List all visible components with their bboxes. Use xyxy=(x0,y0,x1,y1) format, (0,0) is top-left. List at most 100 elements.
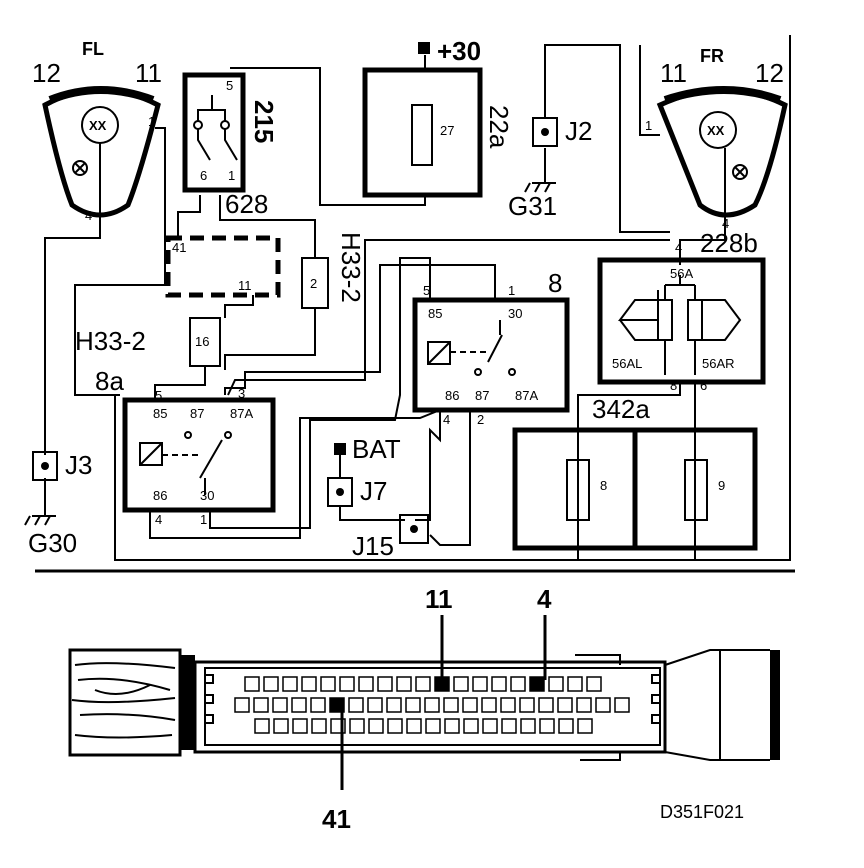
ground-j2: J2 G31 xyxy=(508,116,592,221)
lamp-fr-pin-bottom: 4 xyxy=(722,216,729,231)
ecu-pin xyxy=(311,718,327,734)
ecu-pin xyxy=(520,718,536,734)
ecu-pin xyxy=(500,697,516,713)
switch-215-pin-bl: 6 xyxy=(200,168,207,183)
connector-h33-2-left: 16 H33-2 xyxy=(75,317,221,367)
fuse-box-342a-fuse-right: 9 xyxy=(718,478,725,493)
connector-block: 41 11 xyxy=(165,235,281,298)
ecu-pin xyxy=(548,676,564,692)
ecu-pin xyxy=(425,718,441,734)
ecu-pin xyxy=(292,718,308,734)
lamp-fl-pin-left: 12 xyxy=(32,58,61,88)
ecu-pin xyxy=(310,697,326,713)
ecu-pin xyxy=(463,718,479,734)
ecu-label-bottom: 41 xyxy=(322,804,351,834)
junction-j15-name: J15 xyxy=(352,531,394,561)
relay-8-term-4: 4 xyxy=(443,412,450,427)
ecu-pin xyxy=(558,718,574,734)
relay-8-pin-86: 86 xyxy=(445,388,459,403)
ground-j3-name: J3 xyxy=(65,450,92,480)
junction-j15: J15 xyxy=(352,514,429,561)
lamp-fl-name: FL xyxy=(82,39,104,59)
switch-215: 5 6 1 215 628 xyxy=(182,72,279,219)
ecu-pin xyxy=(501,718,517,734)
switch-215-pin-br: 1 xyxy=(228,168,235,183)
ecu-pin xyxy=(234,697,250,713)
relay-8-pin-87a: 87A xyxy=(515,388,538,403)
unit-228b-out-left: 8 xyxy=(670,378,677,393)
ecu-pin xyxy=(577,718,593,734)
ecu-pin xyxy=(301,676,317,692)
ecu-pin xyxy=(348,697,364,713)
lamp-fr-pin-side: 1 xyxy=(645,118,652,133)
fuse-box-22a-supply: +30 xyxy=(437,36,481,66)
ecu-pin xyxy=(368,718,384,734)
lamp-fr-pin-right: 12 xyxy=(755,58,784,88)
h33-right-name: H33-2 xyxy=(336,232,366,303)
h33-left-name: H33-2 xyxy=(75,326,146,356)
unit-228b-name: 228b xyxy=(700,228,758,258)
fuse-box-22a-fuse: 27 xyxy=(440,123,454,138)
h33-left-pin: 16 xyxy=(195,334,209,349)
relay-8a-pin-30: 30 xyxy=(200,488,214,503)
unit-228b-pin-56ar: 56AR xyxy=(702,356,735,371)
ecu-pin xyxy=(387,718,403,734)
ecu-pin xyxy=(519,697,535,713)
switch-215-name: 215 xyxy=(249,100,279,143)
ecu-pin xyxy=(282,676,298,692)
ecu-pin xyxy=(339,676,355,692)
figure-id: D351F021 xyxy=(660,802,744,822)
ecu-pin xyxy=(586,676,602,692)
unit-228b: 228b 4 56A 56AL 56AR 8 6 xyxy=(597,228,766,393)
unit-228b-pin-56a: 56A xyxy=(670,266,693,281)
ecu-pin xyxy=(444,718,460,734)
ground-j2-name: J2 xyxy=(565,116,592,146)
lamp-fl-pin-right: 11 xyxy=(135,58,162,88)
relay-8a-term-4: 4 xyxy=(155,512,162,527)
ecu-label-top-right: 4 xyxy=(537,584,552,614)
ecu-pin xyxy=(358,676,374,692)
ground-j3: J3 G30 xyxy=(24,450,92,558)
lamp-fl-pin-side: 1 xyxy=(148,114,155,129)
ecu-pin xyxy=(472,676,488,692)
relay-8-pin-87: 87 xyxy=(475,388,489,403)
relay-8-pin-85: 85 xyxy=(428,306,442,321)
unit-228b-pin-56al: 56AL xyxy=(612,356,642,371)
ecu-pin xyxy=(557,697,573,713)
lamp-fr-pin-left: 11 xyxy=(660,58,687,88)
fuse-box-342a: 342a 8 9 xyxy=(512,394,758,551)
switch-215-pin-top: 5 xyxy=(226,78,233,93)
h33-right-pin: 2 xyxy=(310,276,317,291)
lamp-fl-pin-bottom: 4 xyxy=(85,208,92,223)
ecu-pin xyxy=(510,676,526,692)
ecu-pin xyxy=(349,718,365,734)
relay-8a-pin-87a: 87A xyxy=(230,406,253,421)
relay-8a-term-5: 5 xyxy=(155,388,162,403)
ecu-pin xyxy=(424,697,440,713)
wires xyxy=(44,35,791,561)
ecu-pin-rows xyxy=(234,676,630,734)
bat-j7-name: J7 xyxy=(360,476,387,506)
relay-8a: 8a 5 3 85 87 87A 86 30 4 1 xyxy=(95,366,276,527)
switch-215-connector: 628 xyxy=(225,189,268,219)
unit-228b-pin-top: 4 xyxy=(675,240,682,255)
relay-8a-term-1: 1 xyxy=(200,512,207,527)
relay-8-term-1: 1 xyxy=(508,283,515,298)
ecu-pin xyxy=(244,676,260,692)
lamp-fr-name: FR xyxy=(700,46,724,66)
ecu-pin xyxy=(462,697,478,713)
relay-8: 8 5 1 85 30 86 87 87A 4 2 xyxy=(412,268,570,427)
fuse-box-342a-name: 342a xyxy=(592,394,650,424)
ecu-pin xyxy=(273,718,289,734)
relay-8a-pin-86: 86 xyxy=(153,488,167,503)
relay-8-pin-30: 30 xyxy=(508,306,522,321)
bat-j7: BAT J7 xyxy=(327,434,401,507)
ecu-pin xyxy=(377,676,393,692)
ecu-pin xyxy=(595,697,611,713)
ecu-connector: 11 4 41 xyxy=(68,584,780,834)
fuse-box-342a-fuse-left: 8 xyxy=(600,478,607,493)
lamp-fr: XX FR 11 12 1 4 xyxy=(645,46,788,231)
ecu-pin xyxy=(576,697,592,713)
connector-h33-2-right: 2 H33-2 xyxy=(301,232,366,309)
